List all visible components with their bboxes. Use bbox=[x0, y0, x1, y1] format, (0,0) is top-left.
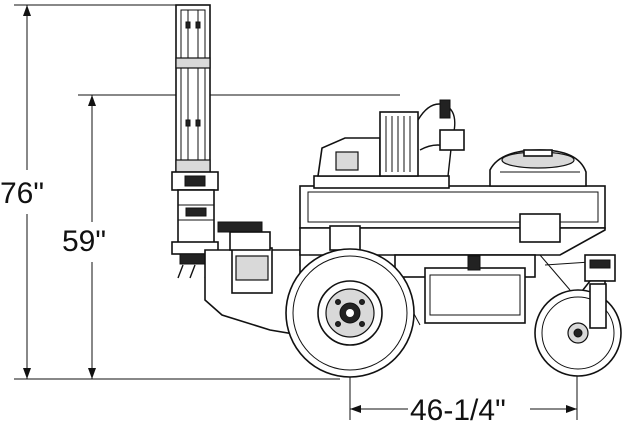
dimension-76-group: 76" bbox=[0, 4, 340, 380]
chassis bbox=[299, 185, 606, 326]
mast bbox=[171, 4, 219, 279]
dimension-59-group: 59" bbox=[62, 94, 400, 379]
rear-platform bbox=[204, 221, 301, 336]
front-caster-wheel bbox=[534, 254, 622, 377]
platform-height-label: 59" bbox=[62, 225, 106, 258]
dimension-wheelbase-group: 46-1/4" bbox=[349, 340, 578, 427]
overall-height-label: 76" bbox=[0, 177, 44, 210]
wheelbase-label: 46-1/4" bbox=[410, 394, 506, 427]
engine-block bbox=[313, 99, 587, 189]
rear-wheel bbox=[285, 248, 415, 378]
